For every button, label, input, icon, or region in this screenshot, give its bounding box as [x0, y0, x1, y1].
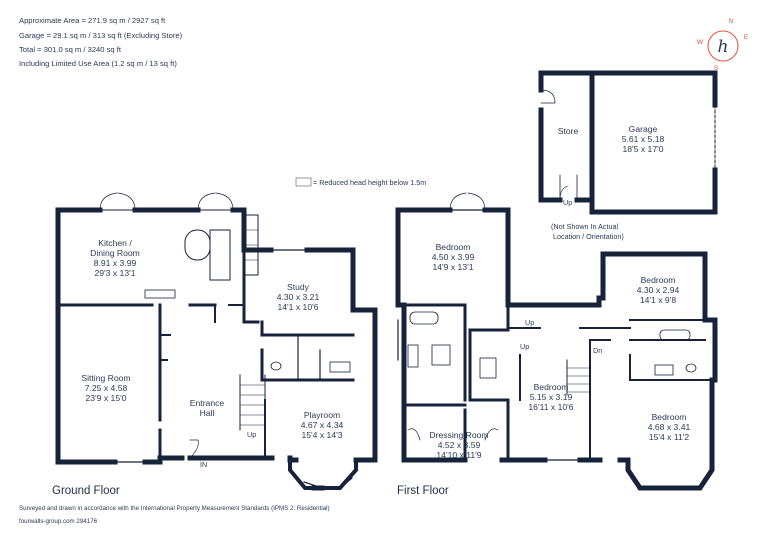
study-imperial: 14'1 x 10'6: [277, 302, 318, 312]
bedroom-2-imperial: 14'1 x 9'8: [640, 295, 676, 305]
ground-stairs-up: Up: [247, 430, 256, 439]
area-summary-garage: Garage = 29.1 sq m / 313 sq ft (Excludin…: [19, 31, 183, 40]
kitchen-metric: 8.91 x 3.99: [94, 258, 137, 268]
compass-east: E: [744, 34, 749, 41]
first-landing-up-2: Up: [520, 342, 529, 351]
garage-plan: [538, 70, 718, 215]
dressing-room-metric: 4.52 x 3.59: [438, 440, 481, 450]
bedroom-2-metric: 4.30 x 2.94: [637, 285, 680, 295]
footer-survey-note: Surveyed and drawn in accordance with th…: [19, 505, 330, 512]
footer-reference: fourwalls-group.com 294176: [19, 518, 98, 525]
compass-logo: N E S W h: [697, 18, 749, 72]
reduced-height-legend: = Reduced head height below 1.5m: [313, 178, 426, 187]
reduced-height-swatch: [295, 177, 312, 187]
bedroom-1-metric: 4.50 x 3.99: [432, 252, 475, 262]
playroom-imperial: 15'4 x 14'3: [301, 430, 342, 440]
bedroom-1-label: Bedroom: [436, 242, 471, 252]
logo-letter: h: [718, 37, 729, 57]
dressing-room-imperial: 14'10 x 11'9: [436, 450, 481, 460]
study-label: Study: [287, 282, 310, 292]
bedroom-1-imperial: 14'9 x 13'1: [432, 262, 473, 272]
bedroom-4-imperial: 15'4 x 11'2: [649, 432, 690, 442]
bedroom-2-label: Bedroom: [641, 275, 676, 285]
kitchen-imperial: 29'3 x 13'1: [94, 268, 135, 278]
store-label: Store: [558, 126, 579, 136]
sitting-label: Sitting Room: [81, 373, 130, 383]
study-metric: 4.30 x 3.21: [277, 292, 320, 302]
sitting-metric: 7.25 x 4.58: [85, 383, 128, 393]
entrance-label-2: Hall: [200, 408, 215, 418]
first-stairs-down: Dn: [593, 346, 602, 355]
kitchen-label-2: Dining Room: [90, 248, 140, 258]
first-landing-up-1: Up: [525, 318, 534, 327]
garage-label: Garage: [629, 124, 658, 134]
ground-floor-plan: [55, 192, 378, 491]
bedroom-3-metric: 5.15 x 3.19: [530, 392, 573, 402]
bedroom-3-imperial: 16'11 x 10'6: [528, 402, 573, 412]
compass-south: S: [714, 65, 719, 72]
garage-metric: 5.61 x 5.18: [622, 134, 665, 144]
compass-west: W: [697, 39, 704, 46]
garage-note-1: (Not Shown In Actual: [551, 222, 619, 231]
area-summary-total: Total = 301.0 sq m / 3240 sq ft: [19, 45, 121, 54]
first-floor-plan: [395, 192, 718, 491]
bedroom-4-label: Bedroom: [652, 412, 687, 422]
bedroom-4-metric: 4.68 x 3.41: [648, 422, 691, 432]
area-summary-limited-use: Including Limited Use Area (1.2 sq m / 1…: [19, 59, 177, 68]
entrance-in: IN: [200, 460, 207, 469]
room-labels: Kitchen / Dining Room 8.91 x 3.99 29'3 x…: [81, 124, 690, 460]
ground-floor-title: Ground Floor: [52, 485, 120, 497]
first-floor-title: First Floor: [397, 485, 449, 497]
store-stairs-up: Up: [563, 198, 572, 207]
kitchen-label-1: Kitchen /: [98, 238, 132, 248]
entrance-label-1: Entrance: [190, 398, 225, 408]
garage-note-2: Location / Orientation): [553, 232, 624, 241]
bedroom-3-label: Bedroom: [534, 382, 569, 392]
playroom-metric: 4.67 x 4.34: [301, 420, 344, 430]
dressing-room-label: Dressing Room: [429, 430, 488, 440]
compass-north: N: [729, 18, 734, 25]
playroom-label: Playroom: [304, 410, 340, 420]
garage-imperial: 18'5 x 17'0: [622, 144, 663, 154]
sitting-imperial: 23'9 x 15'0: [85, 393, 126, 403]
area-summary-approx: Approximate Area = 271.9 sq m / 2927 sq …: [19, 16, 166, 25]
